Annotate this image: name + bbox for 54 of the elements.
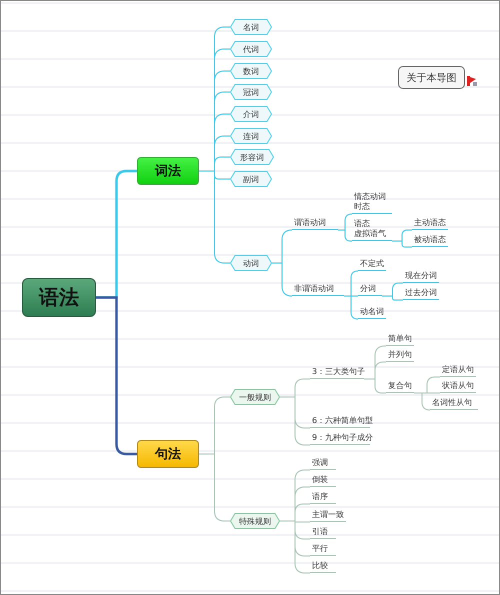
connector-line	[392, 240, 412, 248]
topic-label: 并列句	[386, 350, 414, 362]
topic-label: 不定式	[358, 259, 386, 271]
topic-box: 动词	[230, 255, 272, 271]
branch-topic-box: 句法	[137, 440, 199, 468]
topic-label: 定语从句	[440, 365, 476, 377]
note-box: 关于本导图	[398, 66, 465, 89]
topic-label: 过去分词	[403, 288, 439, 300]
connector-line	[198, 454, 230, 522]
topic-label: 9：九种句子成分	[310, 433, 370, 445]
topic-label: 语序	[310, 492, 336, 504]
connector-line	[280, 396, 310, 446]
topic-box: 介词	[230, 106, 272, 122]
topic-label: 非谓语动词	[292, 284, 344, 296]
topic-label: 动名词	[358, 307, 386, 319]
connector-line	[364, 378, 386, 394]
topic-box: 形容词	[230, 149, 274, 165]
topic-label: 虚拟语气	[354, 229, 387, 239]
connector-line	[96, 296, 137, 456]
topic-box: 副词	[230, 171, 272, 187]
topic-label: 倒装	[310, 475, 336, 487]
topic-box: 数词	[230, 63, 272, 79]
topic-label: 复合句	[386, 381, 414, 393]
topic-box: 名词	[230, 19, 272, 35]
topic-box: 冠词	[230, 84, 272, 100]
topic-label: 主谓一致	[310, 510, 346, 522]
topic-box: 特殊规则	[230, 513, 280, 529]
topic-label: 被动语态	[412, 235, 448, 247]
topic-label: 简单句	[386, 334, 414, 346]
topic-label: 名词性从句	[430, 398, 478, 410]
topic-label: 状语从句	[440, 381, 476, 393]
topic-label: 主动语态	[412, 218, 448, 230]
connector-line	[382, 296, 404, 300]
topic-label: 谓语动词	[292, 218, 338, 230]
topic-label: 情态动词	[354, 192, 387, 202]
topic-box: 连词	[230, 128, 272, 144]
topic-box: 代词	[230, 41, 272, 57]
topic-underline	[352, 219, 392, 241]
topic-label: 比较	[310, 561, 336, 573]
connector-line	[414, 392, 430, 410]
topic-label: 强调	[310, 458, 336, 470]
topic-label: 语态	[354, 219, 371, 229]
topic-label: 分词	[358, 284, 382, 296]
topic-box: 一般规则	[230, 389, 280, 405]
branch-topic-box: 词法	[137, 157, 199, 185]
topic-label: 现在分词	[403, 271, 439, 283]
connector-line	[338, 230, 352, 242]
topic-underline	[352, 192, 392, 214]
topic-label: 3：三大类句子	[310, 367, 364, 379]
connector-line	[198, 170, 230, 264]
topic-label: 时态	[354, 202, 371, 212]
central-topic-box: 语法	[22, 278, 96, 317]
topic-label: 平行	[310, 544, 336, 556]
topic-label: 引语	[310, 527, 336, 539]
